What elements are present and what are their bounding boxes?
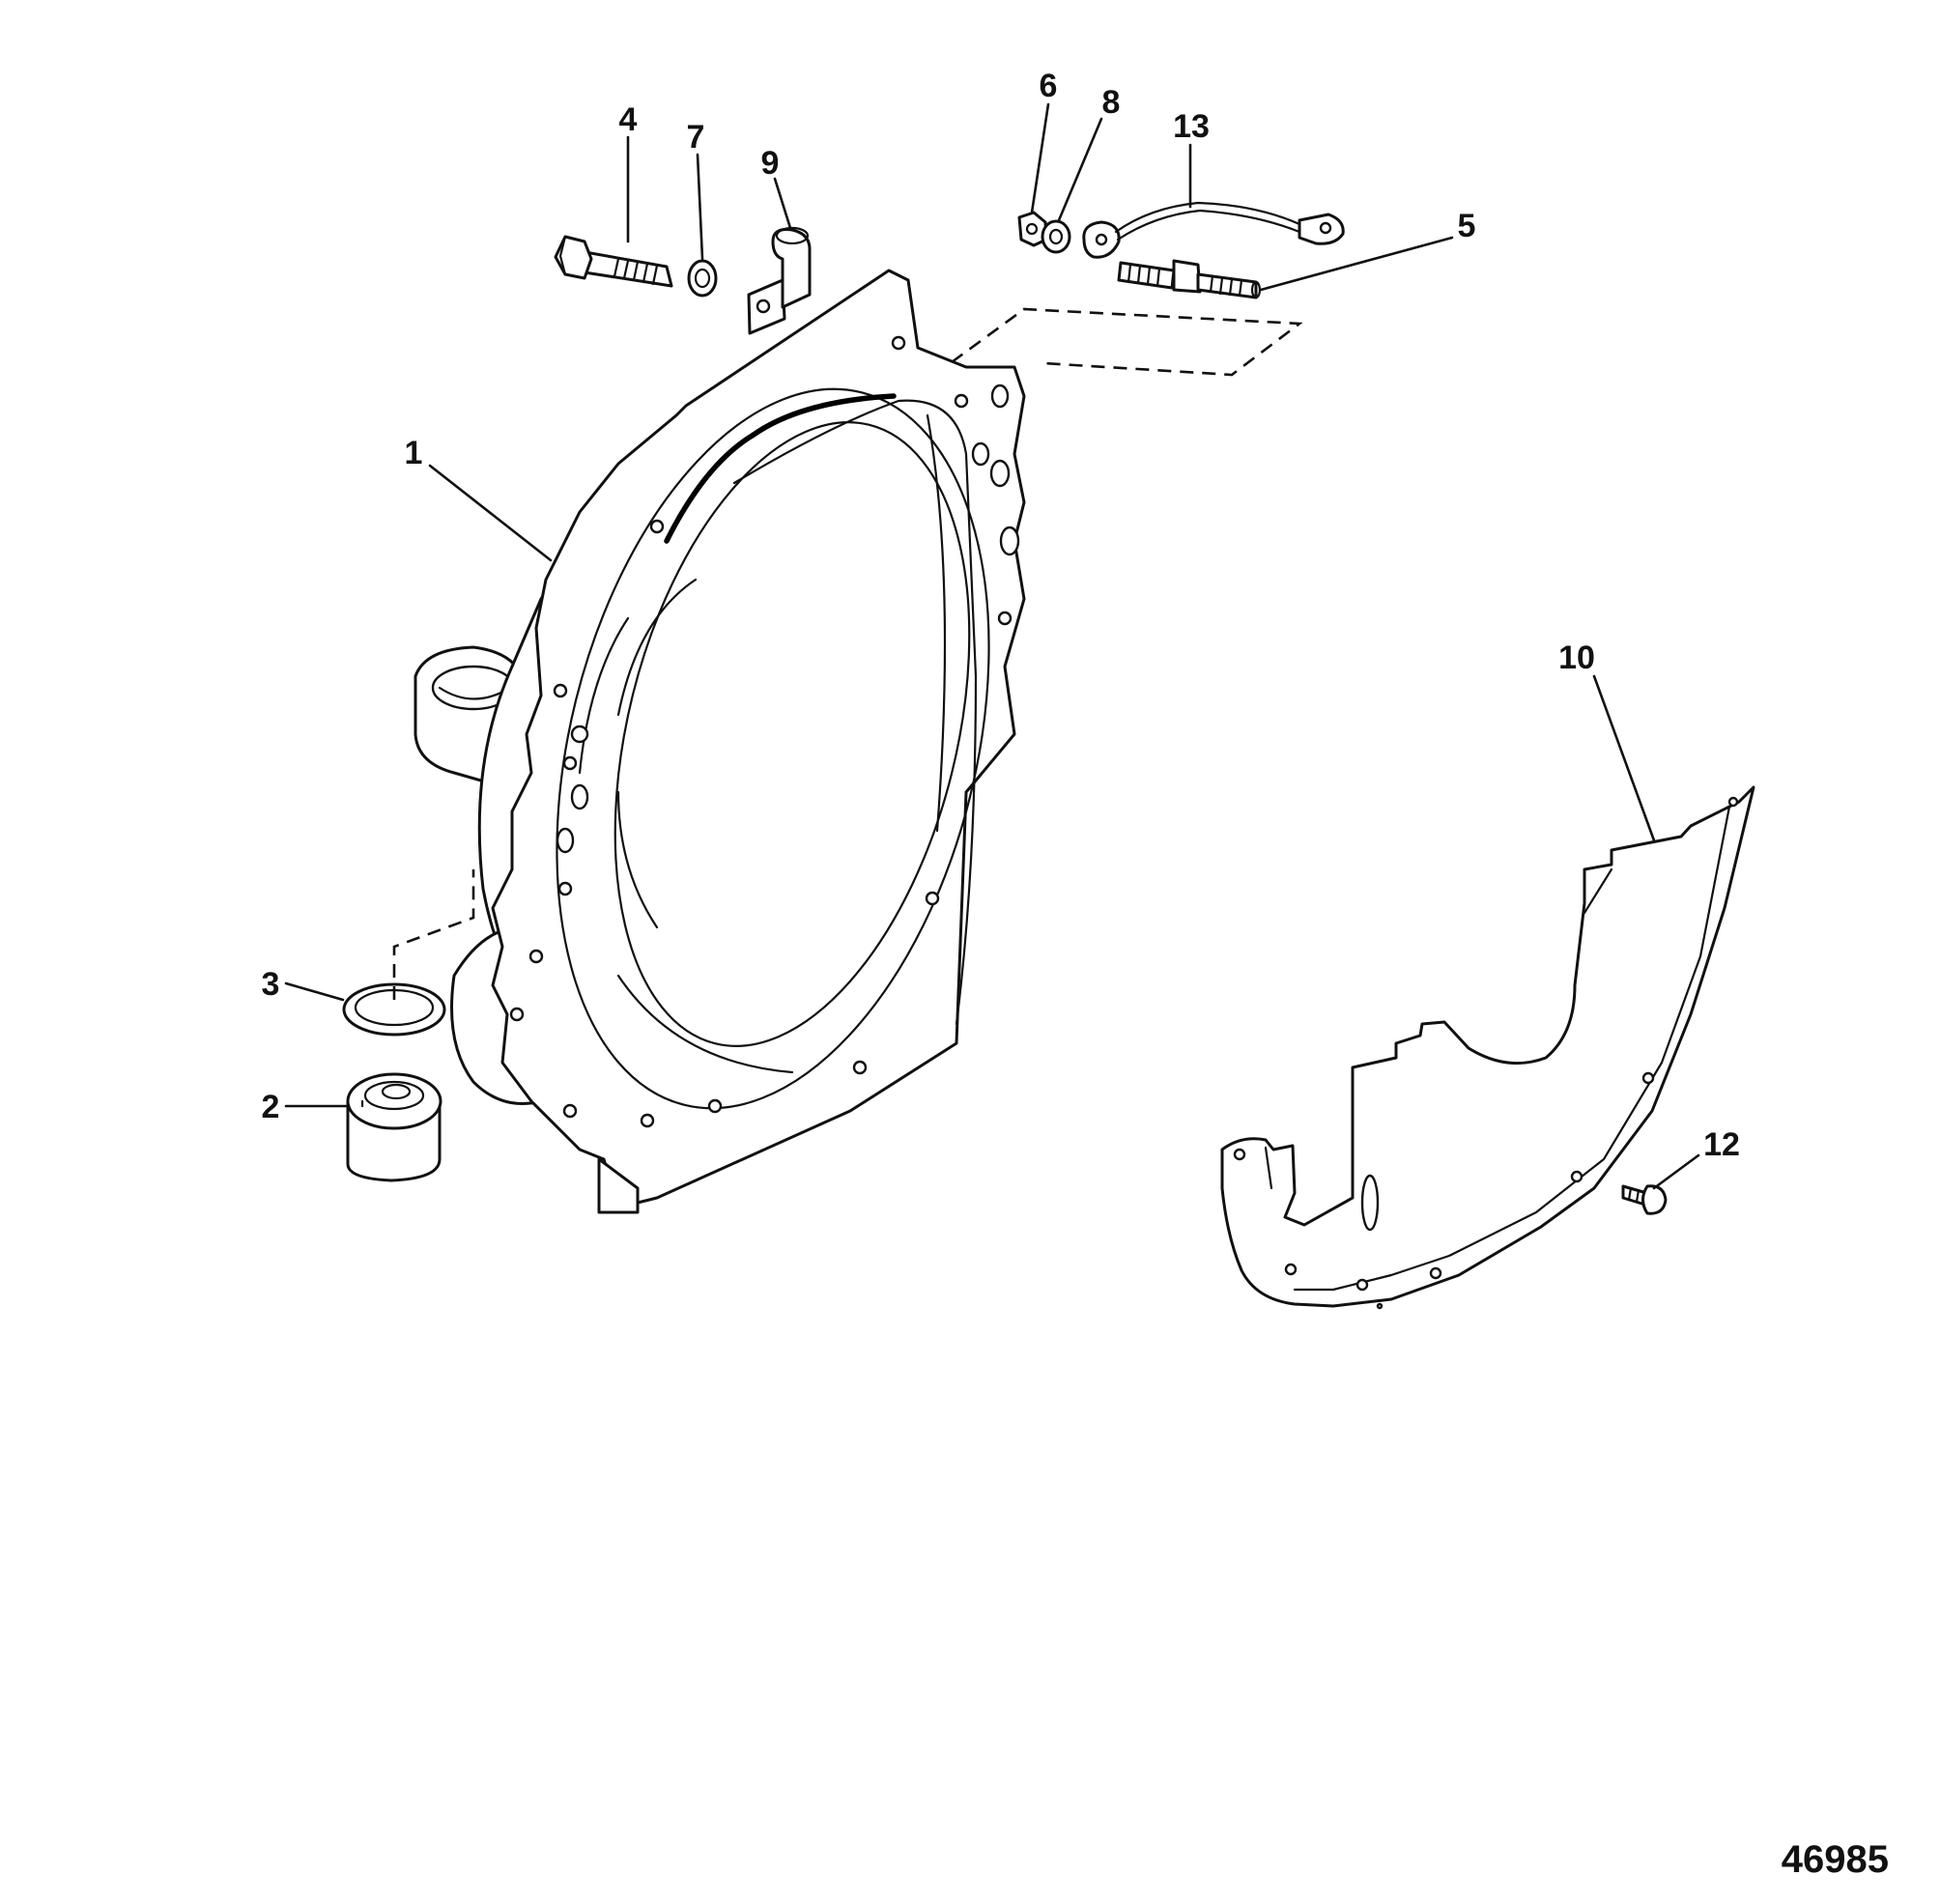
leader-9 [773, 177, 792, 230]
seal-ring-part-3 [342, 982, 446, 1037]
callout-6: 6 [1040, 68, 1058, 104]
leader-5 [1259, 236, 1454, 292]
leader-6 [1030, 102, 1050, 214]
callout-7: 7 [687, 119, 705, 156]
ground-strap-part-13 [1082, 201, 1345, 259]
assembly-line-stud [951, 307, 1303, 377]
callout-2: 2 [262, 1089, 280, 1125]
cover-plate-part-10 [1220, 785, 1755, 1310]
screw-part-12 [1621, 1184, 1668, 1215]
flywheel-housing [414, 269, 1026, 1214]
bushing-part-2 [346, 1072, 442, 1182]
callout-8: 8 [1102, 84, 1121, 121]
washer-part-7 [687, 259, 718, 298]
leader-3 [284, 981, 345, 1002]
callout-10: 10 [1558, 639, 1595, 676]
assembly-line-ring [392, 869, 475, 1000]
leader-1 [428, 464, 553, 562]
callout-1: 1 [405, 435, 423, 471]
washer-part-8 [1041, 219, 1071, 254]
stud-part-5 [1117, 259, 1262, 299]
leader-lines [284, 102, 1700, 1190]
leader-7 [696, 153, 704, 261]
callout-12: 12 [1703, 1126, 1740, 1163]
callout-5: 5 [1458, 208, 1476, 244]
callout-9: 9 [761, 145, 780, 182]
clip-part-9 [747, 226, 812, 335]
leader-12 [1652, 1153, 1700, 1190]
bolt-part-4 [554, 235, 673, 288]
callout-4: 4 [619, 101, 638, 138]
leader-10 [1592, 674, 1656, 842]
callout-13: 13 [1173, 108, 1210, 145]
figure-number: 46985 [1782, 1838, 1889, 1881]
leader-8 [1057, 117, 1103, 222]
callout-3: 3 [262, 966, 280, 1003]
